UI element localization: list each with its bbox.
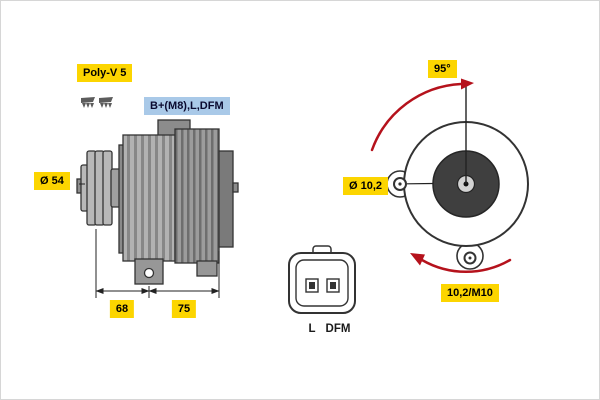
bottom-mount-hole-center: [468, 256, 472, 260]
connector-pin-dfm-label: DFM: [326, 323, 351, 335]
angle-95-arrow: [370, 78, 474, 152]
terminals-label: B+(M8),L,DFM: [144, 97, 230, 116]
mount-hole-diameter-label: Ø 10,2: [343, 177, 389, 196]
pulley: [76, 150, 123, 226]
belt-type-label: Poly-V 5: [77, 64, 133, 83]
mount-hole-spec-label: 10,2/M10: [441, 284, 499, 303]
mount-angle-label: 95°: [428, 60, 457, 79]
connector-pin-l-label: L: [308, 323, 315, 335]
pulley-diameter-label: Ø 54: [34, 172, 70, 191]
connector-drawing: [288, 245, 356, 314]
alternator-body: [118, 119, 239, 285]
dimension-75-label: 75: [171, 300, 197, 319]
dimension-lines: [79, 183, 220, 298]
belt-profile-icons: [81, 97, 113, 108]
dimension-68-label: 68: [109, 300, 135, 319]
rotation-direction-arrow: [410, 253, 512, 274]
side-mount-hole-center: [398, 182, 402, 186]
rear-view: [370, 78, 529, 274]
